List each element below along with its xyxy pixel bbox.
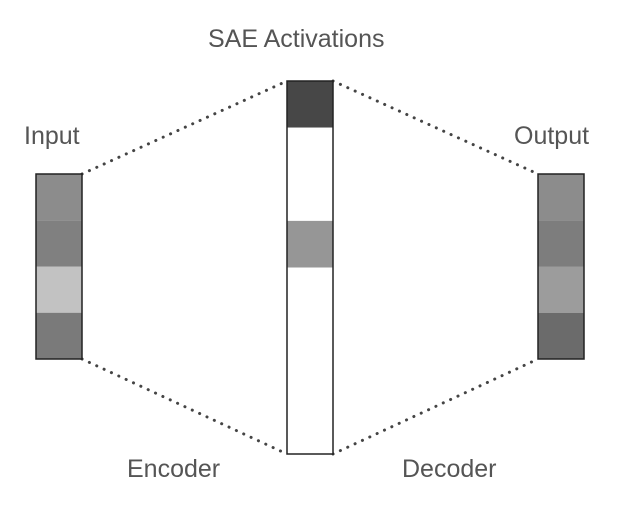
- input-border: [35, 173, 83, 360]
- activation-cell-1: [287, 127, 333, 175]
- decoder-label: Decoder: [402, 455, 497, 483]
- input-cell-3: [36, 312, 82, 359]
- activation-cell-0: [287, 81, 333, 128]
- connector-lines: [80, 79, 540, 456]
- output-cell-1: [538, 220, 584, 267]
- activation-cell-7: [287, 407, 333, 454]
- input-cell-2: [36, 266, 82, 313]
- input-label: Input: [24, 122, 80, 150]
- activation-cell-5: [287, 314, 333, 361]
- output-border: [537, 173, 585, 360]
- decoder-top-connector: [331, 79, 540, 176]
- decoder-bottom-connector: [331, 357, 540, 456]
- activation-cell-6: [287, 360, 333, 408]
- output-label: Output: [514, 122, 590, 150]
- activation-cell-2: [287, 174, 333, 221]
- output-cell-2: [538, 266, 584, 313]
- activation-vector: [286, 80, 334, 455]
- output-cell-0: [538, 174, 584, 221]
- encoder-label: Encoder: [127, 455, 221, 483]
- input-cell-1: [36, 220, 82, 267]
- activation-border: [286, 80, 334, 455]
- output-cell-3: [538, 312, 584, 359]
- encoder-top-connector: [80, 79, 289, 176]
- activation-cell-3: [287, 220, 333, 268]
- input-vector: [35, 173, 83, 360]
- activation-cell-4: [287, 267, 333, 315]
- activations-title: SAE Activations: [208, 25, 385, 53]
- output-vector: [537, 173, 585, 360]
- encoder-bottom-connector: [80, 357, 289, 456]
- input-cell-0: [36, 174, 82, 221]
